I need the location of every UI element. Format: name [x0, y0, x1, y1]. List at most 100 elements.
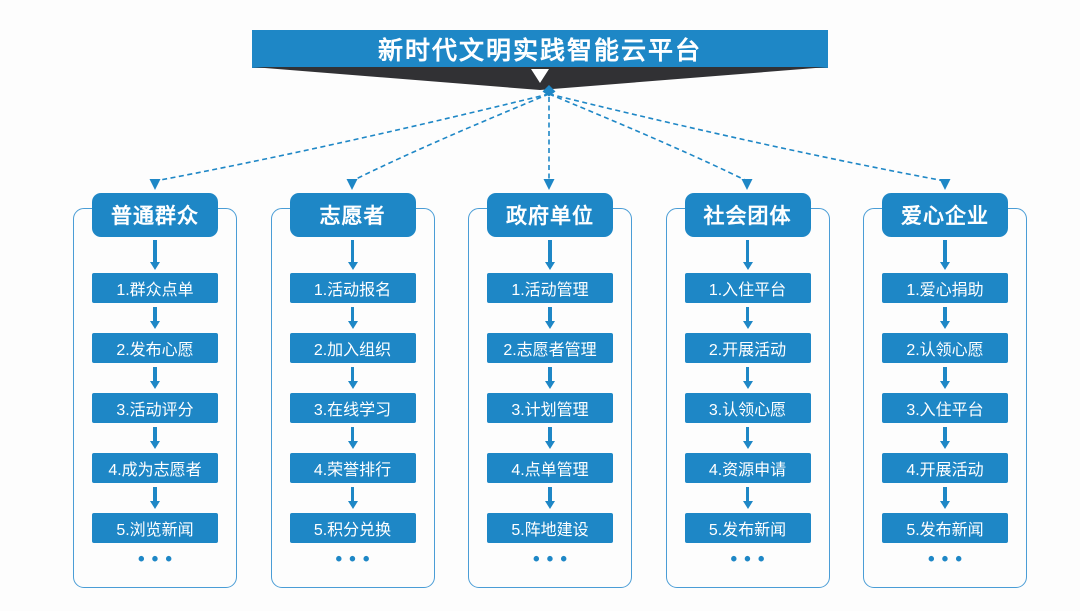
- down-arrow-head: [347, 381, 358, 389]
- down-arrow-icon: [545, 483, 555, 513]
- down-arrow-icon: [347, 423, 358, 453]
- connector-arrowhead-icon-1: [149, 179, 161, 190]
- flow-step: 4.荣誉排行: [289, 453, 416, 483]
- down-arrow-shaft: [548, 367, 552, 381]
- down-arrow-icon: [150, 363, 160, 393]
- down-arrow-shaft: [350, 367, 355, 381]
- down-arrow-icon: [347, 303, 358, 333]
- column-header: 普通群众: [92, 193, 218, 237]
- more-steps-ellipsis: •••: [928, 549, 969, 570]
- flow-step: 3.活动评分: [92, 393, 218, 423]
- flow-step: 4.成为志愿者: [92, 453, 218, 483]
- down-arrow-icon: [545, 423, 555, 453]
- down-arrow-shaft: [943, 487, 947, 501]
- down-arrow-icon: [940, 363, 950, 393]
- down-arrow-head: [150, 501, 160, 509]
- down-arrow-head: [545, 501, 555, 509]
- down-arrow-icon: [940, 423, 950, 453]
- flow-step: 5.发布新闻: [882, 513, 1008, 543]
- connector-arrowhead-icon-4: [741, 179, 753, 190]
- down-arrow-shaft: [548, 487, 552, 501]
- flow-step: 4.开展活动: [882, 453, 1008, 483]
- down-arrow-icon: [742, 423, 753, 453]
- down-arrow-head: [742, 321, 753, 329]
- down-arrow-head: [545, 321, 555, 329]
- down-arrow-head: [742, 441, 753, 449]
- flow-step: 1.活动管理: [487, 273, 613, 303]
- connector-arrowhead-icon-3: [543, 179, 555, 190]
- flow-step: 5.阵地建设: [487, 513, 613, 543]
- down-arrow-head: [150, 321, 160, 329]
- platform-title-banner: 新时代文明实践智能云平台: [252, 30, 828, 68]
- down-arrow-icon: [150, 423, 160, 453]
- connector-arrowhead-icon-5: [939, 179, 951, 190]
- down-arrow-head: [940, 381, 950, 389]
- down-arrow-shaft: [350, 240, 355, 262]
- flow-step: 2.开展活动: [684, 333, 811, 363]
- dashed-connector-4: [548, 93, 748, 182]
- down-arrow-icon: [545, 237, 555, 273]
- down-arrow-head: [940, 262, 950, 270]
- more-steps-ellipsis: •••: [533, 549, 574, 570]
- flow-step: 1.活动报名: [289, 273, 416, 303]
- down-arrow-icon: [150, 237, 160, 273]
- flow-step: 4.点单管理: [487, 453, 613, 483]
- flow-step: 3.计划管理: [487, 393, 613, 423]
- down-arrow-shaft: [153, 487, 157, 501]
- more-steps-ellipsis: •••: [730, 549, 772, 570]
- down-arrow-shaft: [943, 240, 947, 262]
- down-arrow-icon: [347, 363, 358, 393]
- down-arrow-icon: [940, 237, 950, 273]
- down-arrow-shaft: [745, 240, 750, 262]
- down-arrow-shaft: [350, 487, 355, 501]
- connector-layer: [149, 67, 951, 190]
- down-arrow-shaft: [548, 307, 552, 321]
- down-arrow-shaft: [943, 427, 947, 441]
- platform-title: 新时代文明实践智能云平台: [377, 37, 702, 65]
- down-arrow-icon: [150, 303, 160, 333]
- down-arrow-shaft: [548, 427, 552, 441]
- down-arrow-shaft: [745, 367, 750, 381]
- more-steps-ellipsis: •••: [335, 549, 377, 570]
- down-arrow-icon: [545, 303, 555, 333]
- column-header: 爱心企业: [882, 193, 1008, 237]
- down-arrow-head: [347, 441, 358, 449]
- down-arrow-shaft: [153, 367, 157, 381]
- down-arrow-icon: [742, 363, 753, 393]
- down-arrow-icon: [347, 237, 358, 273]
- flow-step: 2.认领心愿: [882, 333, 1008, 363]
- down-arrow-shaft: [153, 240, 157, 262]
- down-arrow-shaft: [745, 427, 750, 441]
- column-header: 社会团体: [684, 193, 811, 237]
- down-arrow-head: [940, 321, 950, 329]
- down-arrow-head: [545, 262, 555, 270]
- flow-step: 3.入住平台: [882, 393, 1008, 423]
- flow-step: 2.加入组织: [289, 333, 416, 363]
- flow-step: 1.群众点单: [92, 273, 218, 303]
- down-arrow-shaft: [548, 240, 552, 262]
- connector-arrowhead-icon-2: [346, 179, 358, 190]
- down-arrow-icon: [742, 237, 753, 273]
- down-arrow-head: [150, 381, 160, 389]
- ribbon-down-arrow-icon: [531, 69, 549, 83]
- down-arrow-head: [545, 381, 555, 389]
- down-arrow-head: [940, 441, 950, 449]
- column-header: 志愿者: [289, 193, 416, 237]
- column-header: 政府单位: [487, 193, 613, 237]
- dashed-connector-2: [351, 93, 550, 182]
- down-arrow-icon: [940, 303, 950, 333]
- flow-step: 2.发布心愿: [92, 333, 218, 363]
- flow-step: 3.认领心愿: [684, 393, 811, 423]
- down-arrow-shaft: [943, 367, 947, 381]
- down-arrow-head: [150, 441, 160, 449]
- down-arrow-head: [742, 381, 753, 389]
- down-arrow-head: [742, 262, 753, 270]
